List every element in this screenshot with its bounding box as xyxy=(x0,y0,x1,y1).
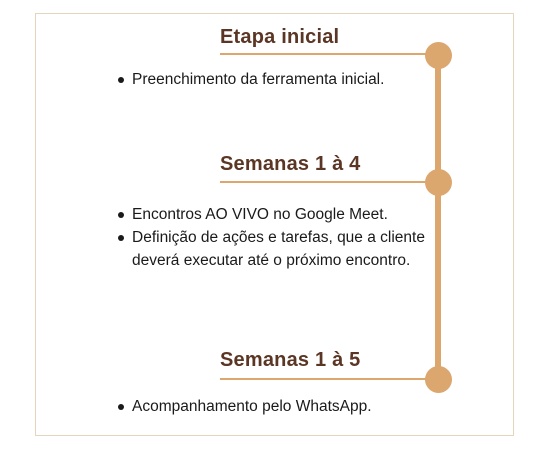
timeline-frame xyxy=(35,13,514,436)
list-item: Definição de ações e tarefas, que a clie… xyxy=(118,226,438,272)
stage-3-list: Acompanhamento pelo WhatsApp. xyxy=(100,395,438,418)
list-item: Preenchimento da ferramenta inicial. xyxy=(118,68,438,91)
stage-1-connector xyxy=(220,53,430,55)
timeline-vertical-line xyxy=(435,54,441,380)
stage-1-list: Preenchimento da ferramenta inicial. xyxy=(100,68,438,91)
stage-1-title: Etapa inicial xyxy=(220,26,340,48)
stage-3-title: Semanas 1 à 5 xyxy=(220,349,361,371)
stage-1-marker xyxy=(425,42,452,69)
list-item: Encontros AO VIVO no Google Meet. xyxy=(118,203,438,226)
stage-2-title: Semanas 1 à 4 xyxy=(220,153,361,175)
stage-2-connector xyxy=(220,181,430,183)
list-item: Acompanhamento pelo WhatsApp. xyxy=(118,395,438,418)
stage-2-list: Encontros AO VIVO no Google Meet. Defini… xyxy=(100,203,438,272)
stage-3-marker xyxy=(425,366,452,393)
stage-2-marker xyxy=(425,169,452,196)
stage-3-connector xyxy=(220,378,430,380)
